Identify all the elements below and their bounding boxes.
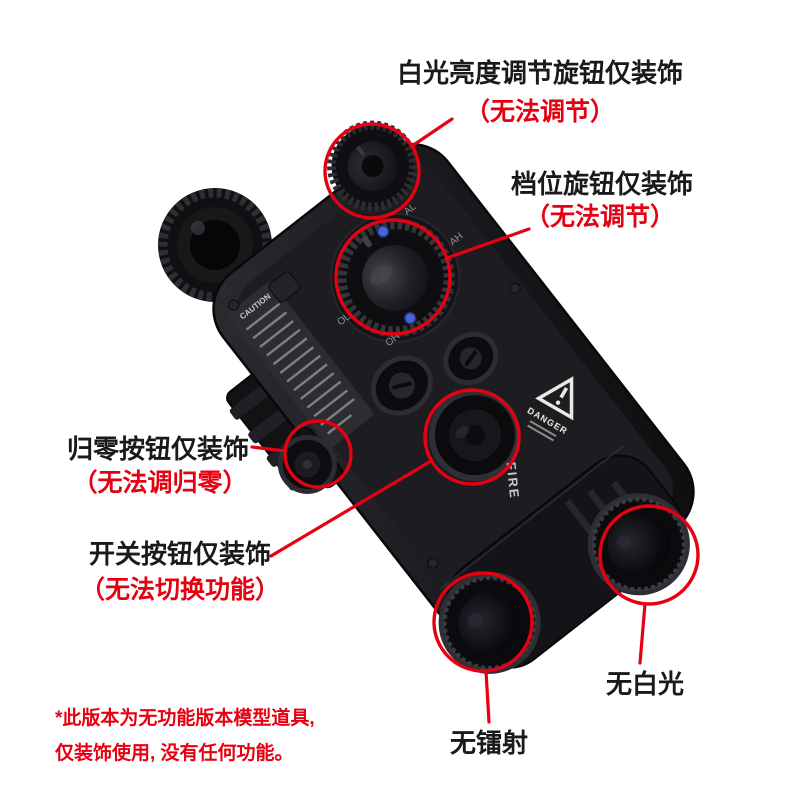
zero-button-callout-note: （无法调归零） [72, 469, 248, 497]
access-port [370, 355, 433, 416]
knob-indicator [356, 145, 366, 157]
disclaimer-line-2: 仅装饰使用, 没有任何功能。 [55, 743, 294, 764]
laser-aperture [438, 571, 541, 674]
access-port [443, 331, 499, 386]
fire-label: FIRE [503, 461, 522, 500]
dial-dome [362, 244, 429, 311]
caution-label-sticker: CAUTION [227, 281, 374, 448]
mode-dial-callout-note: （无法调节） [524, 203, 676, 231]
brightness-knob [327, 120, 419, 212]
caution-fine-print [245, 302, 355, 435]
mode-dial-callout-label: 档位旋钮仅装饰 [510, 169, 694, 199]
fire-button [428, 389, 521, 482]
brightness-callout-label: 白光亮度调节旋钮仅装饰 [396, 58, 684, 88]
switch-button-callout-label: 开关按钮仅装饰 [88, 539, 272, 569]
mode-dial-leader-line [445, 227, 531, 260]
brightness-leader-line [410, 117, 454, 148]
zero-button-leader-line [250, 445, 287, 453]
annotation-overlays [250, 117, 700, 724]
no-laser-leader-line [484, 669, 491, 724]
disclaimer-line-1: *此版本为无功能版本模型道具, [55, 708, 315, 729]
body-screw [228, 299, 240, 311]
fire-button-highlight-circle [423, 388, 521, 486]
mode-dial: AH AL OL OH [330, 201, 465, 349]
zero-button-callout-label: 归零按钮仅装饰 [66, 434, 250, 464]
body-screw [427, 557, 439, 569]
mode-dial-highlight-circle [334, 218, 452, 336]
white-light-aperture-highlight-circle [598, 504, 700, 606]
laser-aperture-highlight-circle [432, 571, 534, 673]
no-white-light-callout-label: 无白光 [605, 669, 685, 699]
brightness-callout-note: （无法调节） [464, 98, 616, 126]
dial-pointer [361, 235, 373, 248]
flashlight-highlight [191, 221, 205, 235]
switch-button-callout-note: （无法切换功能） [79, 576, 281, 604]
blue-screw [376, 225, 390, 238]
no-laser-callout-label: 无镭射 [449, 728, 529, 758]
switch-button-leader-line [269, 459, 433, 558]
body-screw [509, 282, 521, 294]
brightness-knob-highlight-circle [323, 122, 421, 220]
no-white-light-leader-line [638, 602, 647, 665]
zero-button-highlight-circle [283, 419, 353, 489]
top-bracket [268, 271, 301, 303]
blue-screw [403, 311, 417, 325]
warning-triangle-icon [535, 376, 574, 421]
